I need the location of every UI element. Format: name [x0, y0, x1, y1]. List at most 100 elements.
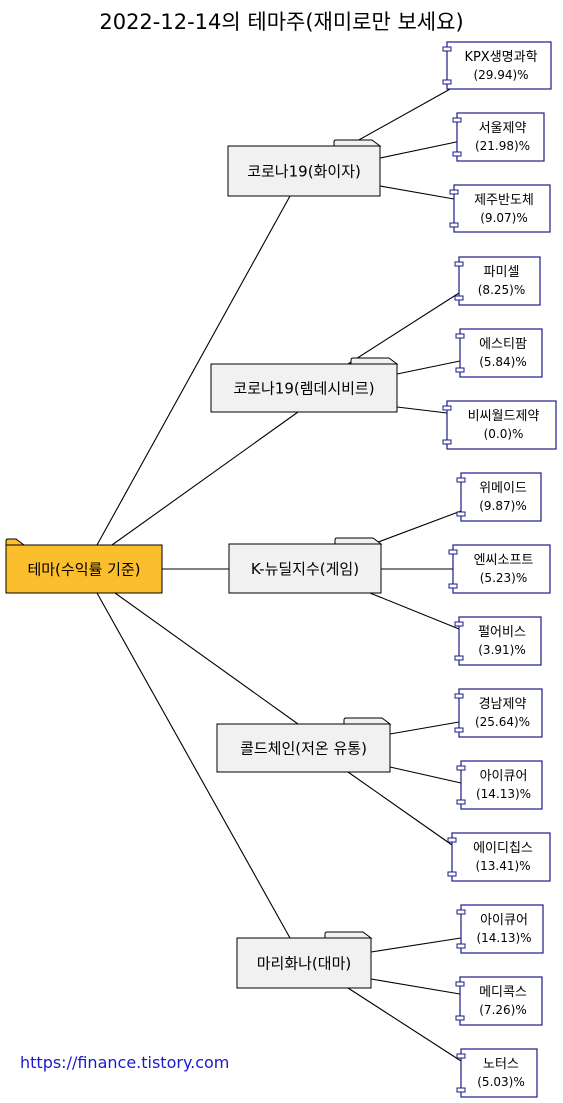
stock-node-4-1-name: 경남제약 [479, 697, 527, 712]
stock-node-4-1-port-icon-1 [454, 693, 464, 699]
stock-node-2-2-name: 에스티팜 [479, 337, 527, 352]
stock-node-4-3-name: 에이디칩스 [473, 841, 533, 856]
theme-1-connector-3 [379, 185, 455, 200]
stock-node-3-1-percent: (9.87)% [479, 499, 526, 513]
stock-node-2-2-port-icon-1 [455, 333, 465, 339]
stock-node-1-2-port-icon-1 [452, 117, 462, 123]
stock-node-5-1-port-icon-1 [456, 909, 466, 915]
root-connector-2 [111, 411, 299, 546]
stock-node-2-3-port-icon-2 [442, 439, 452, 445]
stock-node-3-3-percent: (3.91)% [478, 643, 525, 657]
stock-node-3-3-box [458, 616, 542, 666]
stock-node-1-2-percent: (21.98)% [475, 139, 530, 153]
stock-node-4-2-box [460, 760, 543, 810]
stock-node-5-1-port-icon-2 [456, 943, 466, 949]
stock-node-3-2-name: 엔씨소프트 [474, 553, 534, 568]
theme-node-2-label: 코로나19(렘데시비르) [233, 379, 374, 397]
theme-3-connector-1 [372, 510, 462, 545]
stock-node-4-1-percent: (25.64)% [475, 715, 530, 729]
stock-node-1-1-port-icon-2 [442, 79, 452, 85]
stock-node-3-2-percent: (5.23)% [480, 571, 527, 585]
root-connector-1 [96, 195, 291, 546]
stock-node-5-1-percent: (14.13)% [476, 931, 531, 945]
stock-node-5-2-name: 메디콕스 [479, 985, 527, 1000]
stock-node-3-1-port-icon-1 [456, 477, 466, 483]
root-connector-5 [96, 592, 291, 939]
stock-node-1-3-box [453, 184, 551, 233]
stock-node-3-2-box [452, 544, 551, 594]
stock-node-3-1-box [460, 472, 542, 522]
stock-node-5-1: 아이큐어 (14.13)% [456, 904, 544, 954]
stock-node-1-3-percent: (9.07)% [480, 211, 527, 225]
theme-node-4: 콜드체인(저온 유통) [216, 717, 392, 773]
stock-node-2-2-percent: (5.84)% [479, 355, 526, 369]
stock-node-1-1: KPX생명과학(29.94)% [442, 41, 552, 90]
stock-node-5-3: 노터스(5.03)% [456, 1048, 538, 1098]
stock-node-3-3-port-icon-1 [454, 621, 464, 627]
theme-node-3-box [228, 543, 382, 594]
stock-node-2-3-port-icon-1 [442, 405, 452, 411]
theme-node-5-label: 마리화나(대마) [257, 954, 352, 972]
theme-node-1: 코로나19(화이자) [227, 139, 382, 197]
theme-node-5-tab-icon [324, 931, 373, 939]
stock-node-5-3-port-icon-2 [456, 1087, 466, 1093]
theme-2-connector-2 [396, 360, 461, 375]
stock-node-2-3-percent: (0.0)% [484, 427, 524, 441]
stock-node-3-3: 펄어비스 (3.91)% [454, 616, 542, 666]
theme-node-1-box [227, 145, 381, 197]
stock-node-1-1-name: KPX생명과학 [464, 50, 537, 65]
stock-node-3-2-port-icon-1 [448, 549, 458, 555]
stock-node-2-1-percent: (8.25)% [478, 283, 525, 297]
theme-node-4-tab-icon [343, 717, 392, 725]
stock-node-3-3-port-icon-2 [454, 655, 464, 661]
stock-node-4-2-name: 아이큐어 [480, 769, 528, 784]
theme-node-3: K-뉴딜지수(게임) [228, 537, 383, 594]
stock-node-2-3: 비씨월드제약(0.0)% [442, 400, 557, 450]
stock-node-3-1-port-icon-2 [456, 511, 466, 517]
theme-node-2: 코로나19(렘데시비르) [210, 357, 399, 413]
stock-node-2-3-box [446, 400, 557, 450]
theme-node-3-label: K-뉴딜지수(게임) [251, 560, 359, 578]
theme-node-2-tab-icon [350, 357, 399, 365]
stock-node-1-3-port-icon-2 [449, 222, 459, 228]
stock-node-3-2-port-icon-2 [448, 583, 458, 589]
stock-node-1-3-name: 제주반도체 [474, 193, 534, 208]
stock-node-5-2-percent: (7.26)% [479, 1003, 526, 1017]
stock-node-1-3: 제주반도체 (9.07)% [449, 184, 551, 233]
diagram-title: 2022-12-14의 테마주(재미로만 보세요) [99, 10, 464, 34]
stock-node-1-1-port-icon-1 [442, 46, 452, 52]
stock-node-4-3-percent: (13.41)% [475, 859, 530, 873]
stock-node-3-2: 엔씨소프트 (5.23)% [448, 544, 551, 594]
stock-node-5-3-box [460, 1048, 538, 1098]
stock-node-3-3-name: 펄어비스 [478, 625, 526, 640]
theme-5-connector-1 [370, 937, 462, 953]
theme-node-2-box [210, 363, 398, 413]
root-connector-4 [114, 592, 299, 725]
stock-node-1-2-box [456, 112, 545, 162]
stock-node-4-3-port-icon-2 [447, 871, 457, 877]
stock-node-5-3-port-icon-1 [456, 1053, 466, 1059]
stock-node-5-1-name: 아이큐어 [480, 913, 528, 928]
stock-node-1-2-name: 서울제약 [479, 121, 527, 136]
stock-node-2-1-name: 파미셀 [484, 265, 520, 280]
source-link[interactable]: https://finance.tistory.com [20, 1053, 230, 1072]
stock-node-2-1-port-icon-2 [454, 295, 464, 301]
stock-node-1-2: 서울제약 (21.98)% [452, 112, 545, 162]
theme-2-connector-3 [396, 406, 448, 414]
root-node: 테마(수익률 기준) [5, 538, 163, 594]
stock-node-5-1-box [460, 904, 544, 954]
stock-node-4-3-port-icon-1 [447, 837, 457, 843]
stock-node-4-1-box [458, 688, 543, 738]
stock-node-5-2-port-icon-1 [455, 981, 465, 987]
theme-4-connector-1 [389, 721, 460, 735]
stock-node-4-2: 아이큐어(14.13)% [456, 760, 543, 810]
theme-node-5-box [236, 937, 372, 989]
stock-node-5-2: 메디콕스 (7.26)% [455, 976, 543, 1026]
root-node-tab-icon [5, 538, 26, 546]
stock-node-1-2-port-icon-2 [452, 151, 462, 157]
theme-5-connector-3 [347, 987, 462, 1062]
stock-node-4-1: 경남제약 (25.64)% [454, 688, 543, 738]
stock-node-2-1-box [458, 256, 541, 306]
connector-lines [96, 87, 462, 1062]
